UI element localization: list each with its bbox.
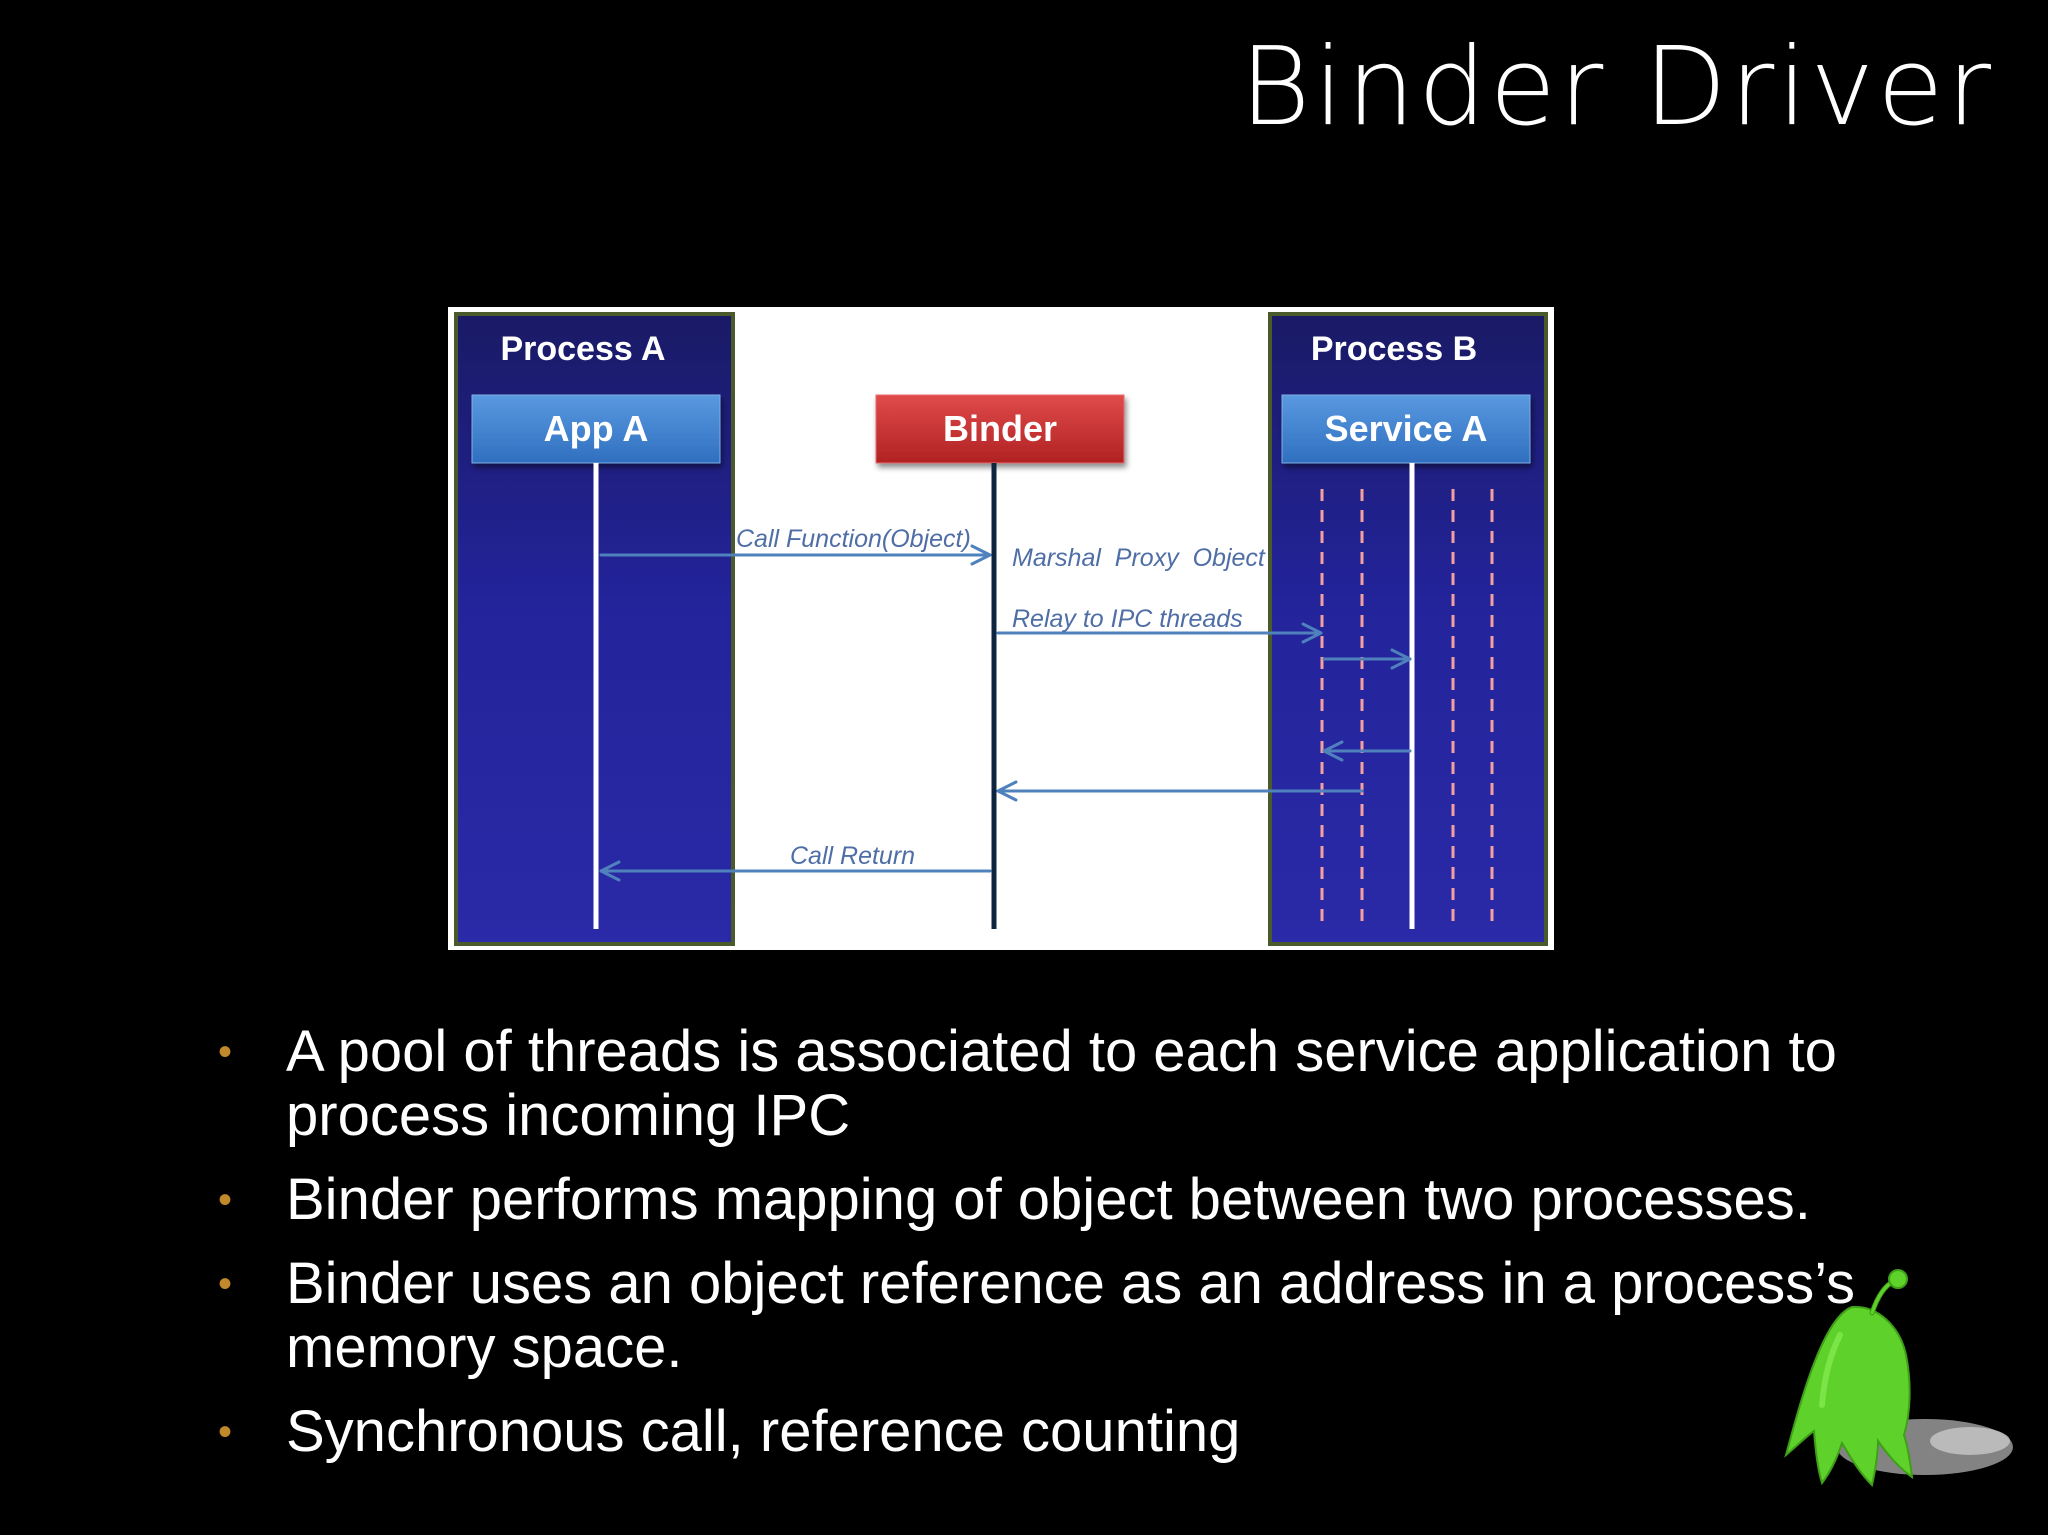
green-ghost-mascot-icon — [1760, 1255, 2020, 1500]
call-function-label: Call Function(Object) — [736, 525, 971, 553]
bullet-marker: • — [218, 1030, 233, 1074]
app-a-label: App A — [544, 408, 649, 449]
relay-ipc-label: Relay to IPC threads — [1012, 605, 1243, 633]
bullet-marker: • — [218, 1410, 233, 1454]
message-arrows — [599, 544, 1412, 882]
service-a-box — [1281, 394, 1531, 464]
bullet-item: • A pool of threads is associated to eac… — [218, 1020, 1868, 1148]
process-a-panel: Process A App A — [454, 312, 735, 946]
arrow-head — [1322, 740, 1344, 762]
app-a-box — [471, 394, 721, 464]
process-a-title: Process A — [500, 330, 665, 368]
call-return-label: Call Return — [790, 842, 915, 870]
arrow-head — [1390, 648, 1412, 670]
bullet-list: • A pool of threads is associated to eac… — [218, 1020, 1868, 1484]
arrow-head — [996, 780, 1018, 802]
arrow-head — [970, 544, 992, 566]
marshal-proxy-label: Marshal Proxy Object — [1012, 544, 1266, 572]
binder-node: Binder — [875, 394, 1125, 929]
bullet-marker: • — [218, 1178, 233, 1222]
bullet-text: Binder uses an object reference as an ad… — [286, 1251, 1856, 1380]
arrow-head — [599, 860, 621, 882]
binder-ipc-diagram: Process A App A Process B Service A Bind… — [448, 307, 1554, 950]
binder-label: Binder — [943, 408, 1057, 449]
bullet-item: • Binder uses an object reference as an … — [218, 1252, 1868, 1380]
bullet-item: • Synchronous call, reference counting — [218, 1400, 1868, 1464]
binder-box — [875, 394, 1125, 464]
service-a-label: Service A — [1325, 408, 1488, 449]
process-b-title: Process B — [1311, 330, 1477, 368]
bullet-marker: • — [218, 1262, 233, 1306]
slide-title: Binder Driver — [1239, 25, 1994, 150]
bullet-text: Binder performs mapping of object betwee… — [286, 1167, 1811, 1232]
bullet-text: Synchronous call, reference counting — [286, 1399, 1241, 1464]
arrow-head — [1301, 622, 1323, 644]
bullet-item: • Binder performs mapping of object betw… — [218, 1168, 1868, 1232]
bullet-text: A pool of threads is associated to each … — [286, 1019, 1837, 1148]
